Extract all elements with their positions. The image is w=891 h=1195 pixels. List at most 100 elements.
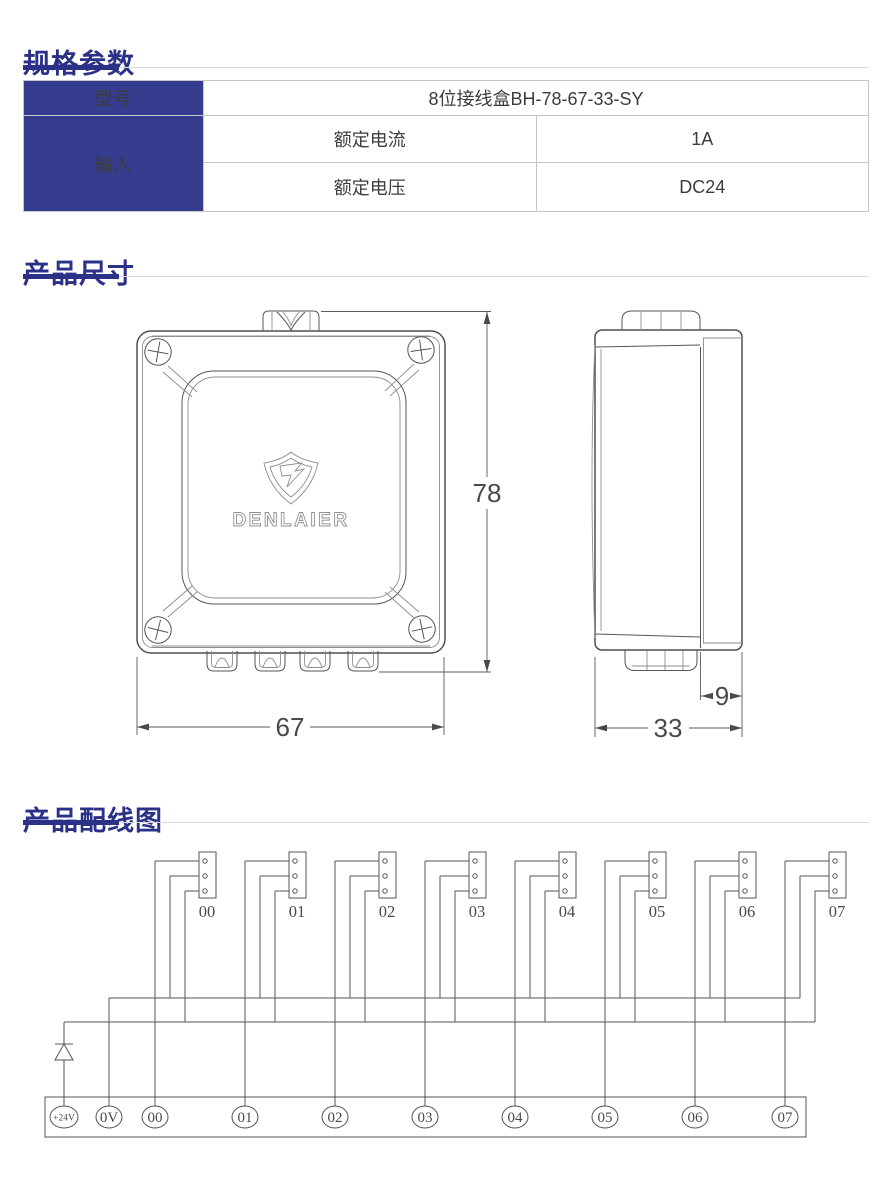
terminal	[321, 1105, 349, 1129]
table-row: 型号 8位接线盒BH-78-67-33-SY	[23, 80, 869, 116]
dimension-cover-depth: 9	[700, 652, 743, 737]
cable-gland-detail	[352, 651, 374, 668]
terminal	[771, 1105, 799, 1129]
bottom-cable-gland-side	[624, 650, 698, 671]
connector-pin	[472, 888, 478, 894]
connector-pin	[652, 888, 658, 894]
value-cell: 1A	[535, 115, 869, 163]
model-value-cell: 8位接线盒BH-78-67-33-SY	[203, 80, 869, 116]
connector-block	[468, 851, 487, 899]
dimension-depth: 33	[594, 657, 742, 743]
side-cover-depth-label: 9	[715, 681, 729, 711]
connector-label: 04	[559, 902, 576, 921]
connector-pin	[562, 858, 568, 864]
top-cable-gland-side	[621, 310, 701, 330]
connector-label: 06	[739, 902, 756, 921]
connector-pin	[382, 888, 388, 894]
connector-pin	[832, 888, 838, 894]
connector-label: 03	[469, 902, 486, 921]
terminal-label: 01	[238, 1110, 253, 1126]
connector-pin	[382, 858, 388, 864]
cable-gland	[299, 651, 331, 672]
connector-pin	[652, 873, 658, 879]
terminal	[681, 1105, 709, 1129]
cable-gland	[254, 651, 286, 672]
cable-gland	[347, 651, 379, 672]
connector-pin	[652, 858, 658, 864]
connector-pin	[472, 873, 478, 879]
spec-table: 型号 8位接线盒BH-78-67-33-SY 输入 额定电流 1A 额定电压 D…	[23, 80, 869, 212]
terminal-label: 06	[688, 1110, 704, 1126]
connector-pin	[472, 858, 478, 864]
terminal	[411, 1105, 439, 1129]
cable-gland-detail	[259, 651, 281, 668]
wiring-title-rule	[23, 820, 869, 825]
brand-logo-text: DENLAIER	[232, 510, 349, 531]
connector-pin	[292, 888, 298, 894]
connector-label: 07	[829, 902, 846, 921]
param-cell: 额定电压	[203, 162, 537, 212]
dimensions-title-rule	[23, 274, 869, 279]
terminal	[141, 1105, 169, 1129]
terminal-label: 04	[508, 1110, 524, 1126]
connector-pin	[832, 873, 838, 879]
specs-title-rule	[23, 65, 869, 70]
connector-label: 02	[379, 902, 396, 921]
dimension-drawing: 78 67 DENLAIER	[136, 310, 743, 743]
connector-label: 01	[289, 902, 306, 921]
top-cable-gland	[262, 310, 320, 332]
dimension-height: 78	[321, 311, 502, 673]
terminal-label: 07	[778, 1110, 794, 1126]
terminal	[231, 1105, 259, 1129]
side-view: 9 33	[591, 310, 743, 743]
bottom-cable-glands	[206, 651, 379, 672]
rule-thin-line	[23, 67, 869, 68]
connector-pin	[562, 873, 568, 879]
connector-block	[828, 851, 847, 899]
value-cell: DC24	[535, 162, 869, 212]
rule-thin-line	[23, 276, 869, 277]
connector-label: 05	[649, 902, 666, 921]
specs-section-title: 规格参数	[23, 51, 135, 78]
diode-icon	[54, 1042, 74, 1061]
front-width-label: 67	[276, 712, 305, 742]
connector-pin	[562, 888, 568, 894]
connector-pin	[742, 888, 748, 894]
terminal-strip	[44, 1096, 807, 1138]
terminal	[95, 1105, 123, 1129]
table-row: 输入 额定电流 1A	[23, 115, 869, 212]
cable-gland	[206, 651, 238, 672]
connector-block	[198, 851, 217, 899]
connector-pin	[202, 888, 208, 894]
front-height-label: 78	[473, 478, 502, 508]
rule-thin-line	[23, 822, 869, 823]
param-cell: 额定电流	[203, 115, 537, 163]
terminal	[49, 1105, 79, 1129]
terminal-label: 03	[418, 1110, 433, 1126]
terminal-label: 00	[148, 1110, 163, 1126]
connector-pin	[202, 858, 208, 864]
side-depth-label: 33	[654, 713, 683, 743]
connector-block	[558, 851, 577, 899]
connector-pin	[292, 873, 298, 879]
connector-block	[288, 851, 307, 899]
rule-accent-bar	[23, 274, 119, 279]
corner-screw-icon	[144, 336, 436, 644]
rule-accent-bar	[23, 65, 119, 70]
connector-pin	[832, 858, 838, 864]
cable-gland-detail	[211, 651, 233, 668]
front-lid-panel	[181, 370, 407, 605]
front-view: 78 67 DENLAIER	[136, 310, 502, 742]
connector-pin	[292, 858, 298, 864]
terminal-label: 02	[328, 1110, 343, 1126]
input-label-cell: 输入	[23, 115, 204, 212]
cable-gland-detail	[304, 651, 326, 668]
terminal-label: 05	[598, 1110, 613, 1126]
connector-label: 00	[199, 902, 216, 921]
brand-logo-icon	[263, 451, 319, 505]
connector-pin	[202, 873, 208, 879]
connector-pin	[742, 873, 748, 879]
terminal	[591, 1105, 619, 1129]
